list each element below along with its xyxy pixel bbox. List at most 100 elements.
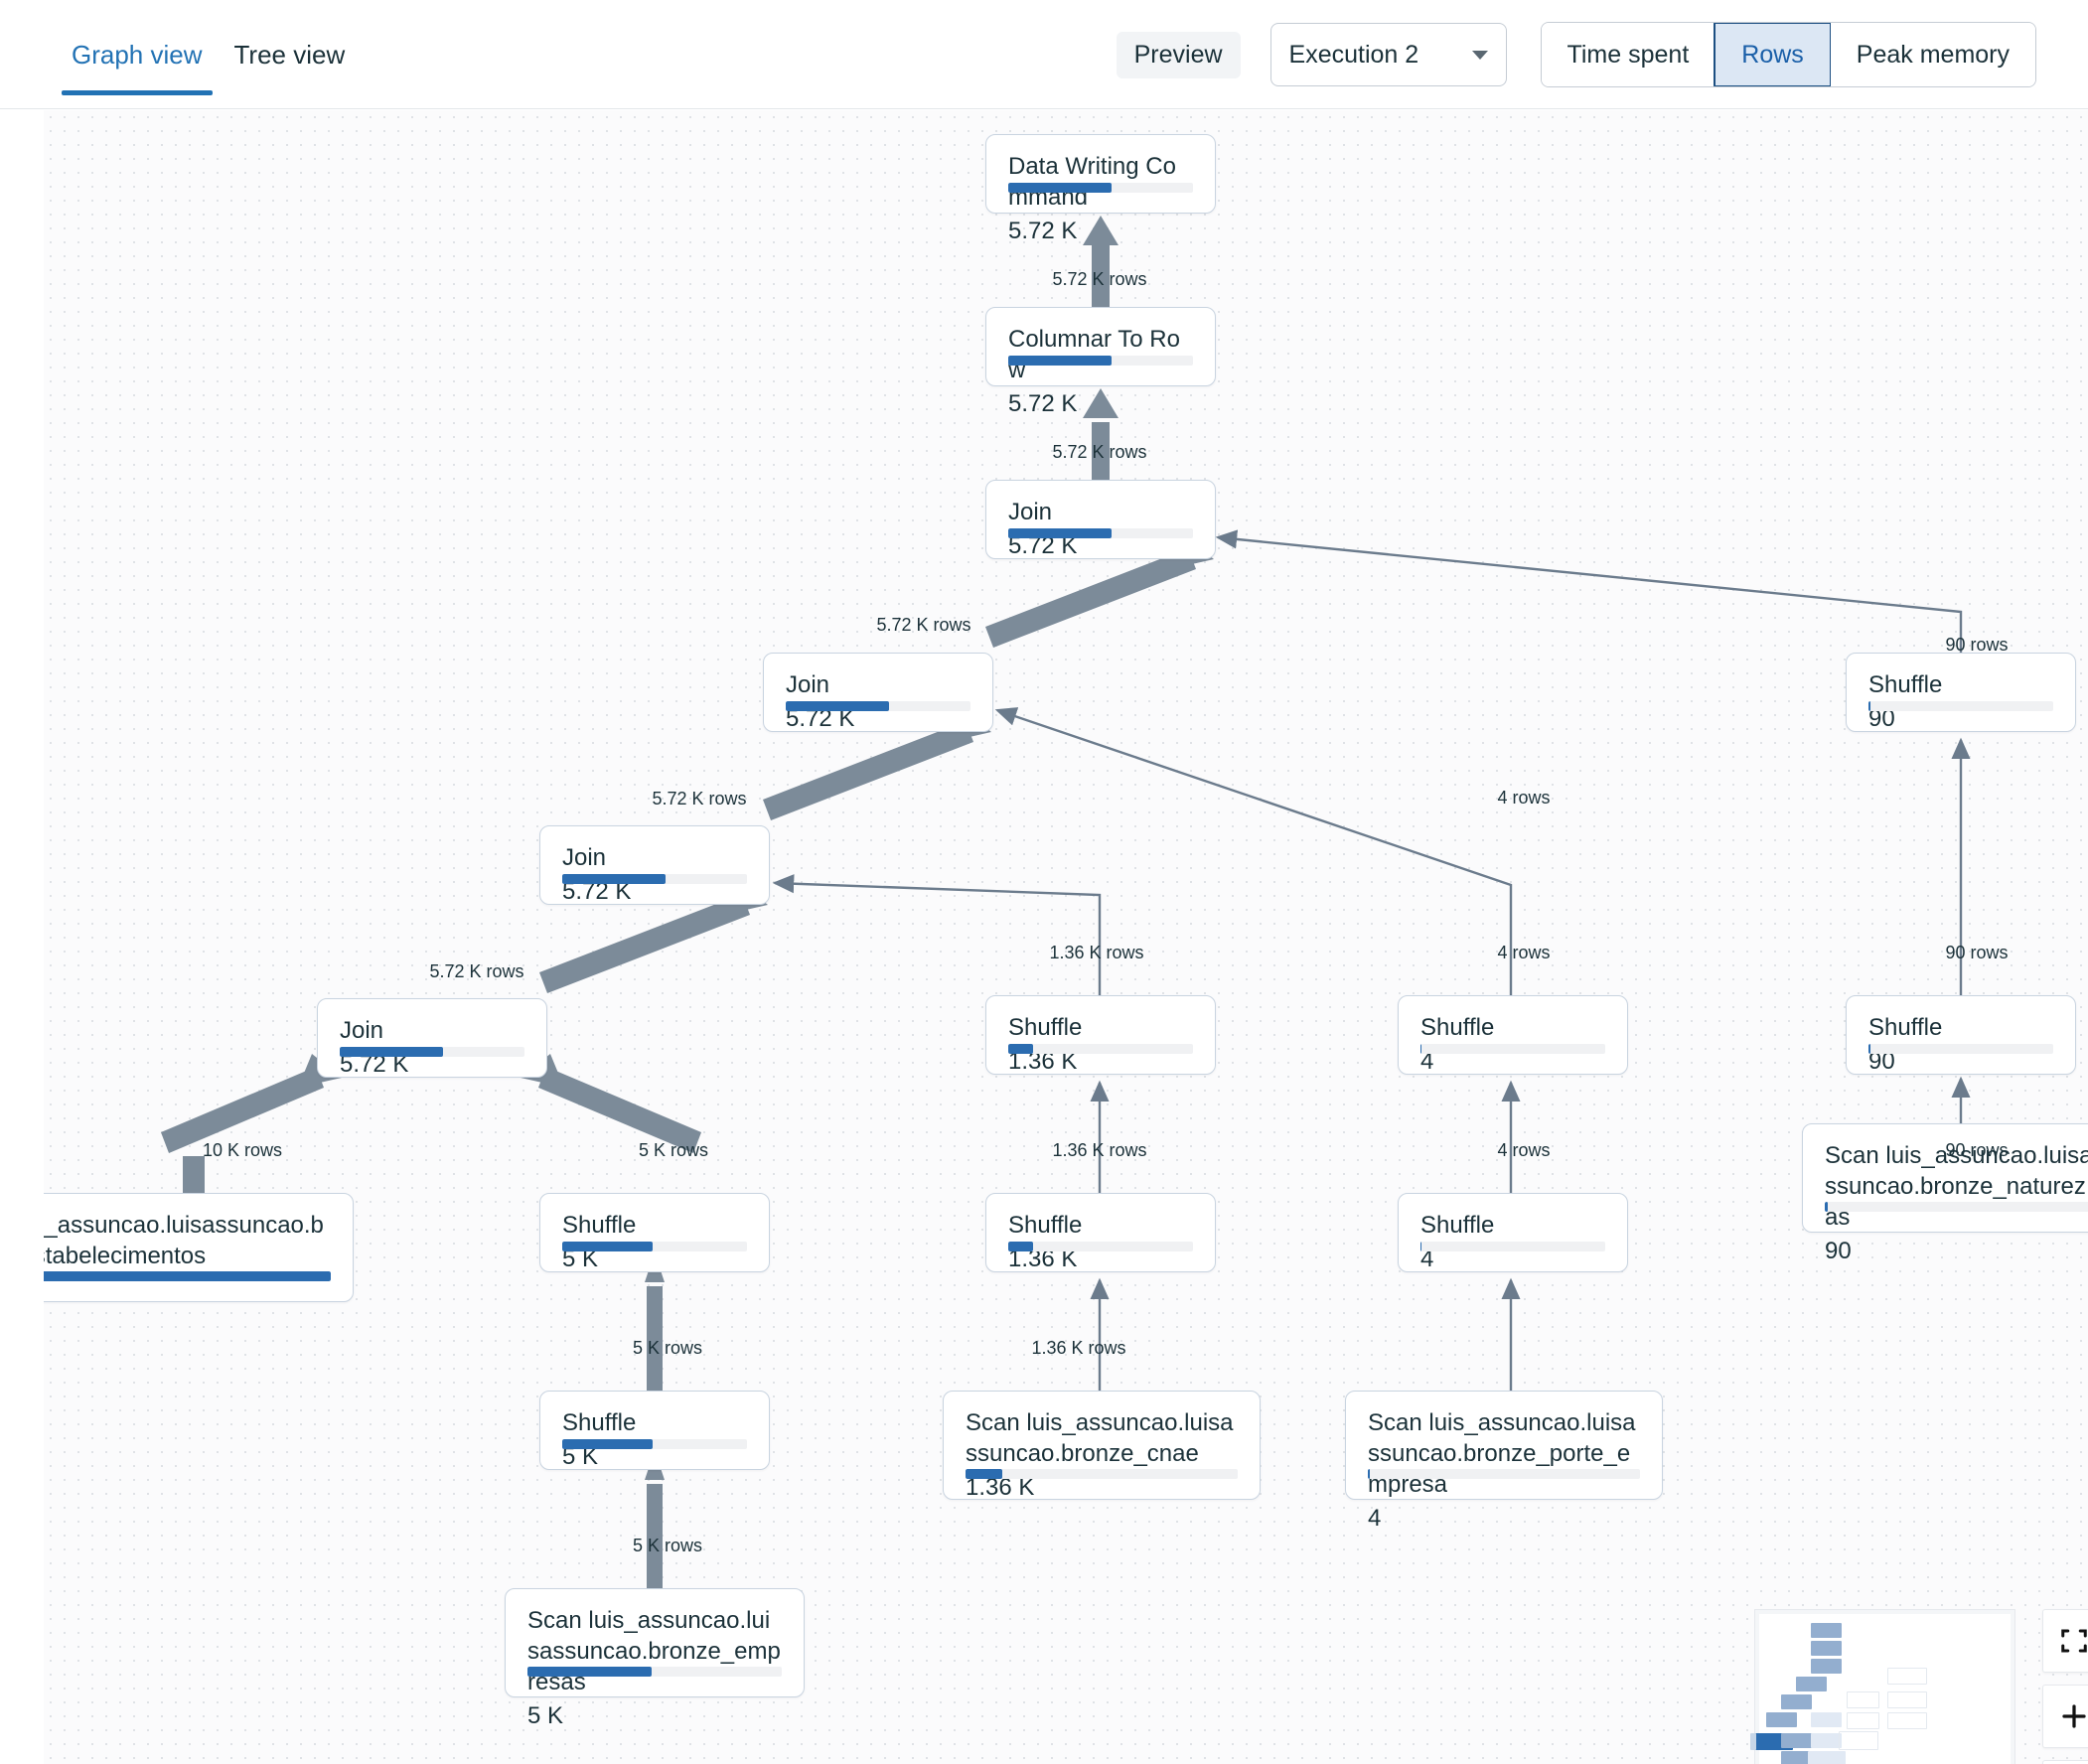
node-value: 4 [1368,1505,1382,1532]
minimap-node [1808,1751,1846,1764]
graph-node[interactable]: Scan luis_assuncao.luisassuncao.bronze_e… [44,1193,354,1302]
preview-button[interactable]: Preview [1116,31,1241,78]
view-tabs: Graph view Tree view [56,0,361,109]
metric-peak-memory-button[interactable]: Peak memory [1830,23,2035,86]
execution-select-value: Execution 2 [1288,40,1419,69]
execution-select[interactable]: Execution 2 [1269,23,1507,86]
edge-label: 5.72 K rows [429,961,524,981]
node-metric-bar [1008,183,1193,193]
node-metric-bar [562,1242,747,1251]
node-title: Shuffle [1008,1014,1083,1041]
node-metric-bar [340,1047,524,1057]
node-title: Shuffle [562,1212,637,1239]
plus-icon [2062,1704,2086,1728]
node-metric-bar [1008,528,1193,538]
node-metric-bar [1420,1044,1605,1054]
minimap-node [1847,1691,1879,1708]
node-metric-bar-fill [562,1242,654,1251]
tab-graph-view[interactable]: Graph view [56,0,219,109]
minimap-node [1811,1641,1842,1656]
edge-label: 90 rows [1945,1140,2009,1160]
minimap-node [1887,1668,1927,1685]
node-metric-bar [1868,701,2053,711]
edge-label: 4 rows [1497,788,1551,808]
edge-label: 5 K rows [632,1338,703,1358]
minimap-node [1781,1694,1812,1709]
node-value: 90 [1825,1238,1852,1264]
node-title: Shuffle [1008,1212,1083,1239]
minimap-node [1766,1712,1797,1727]
node-metric-bar-fill [1420,1242,1422,1251]
metric-rows-button[interactable]: Rows [1714,23,1832,86]
node-title: Shuffle [1420,1212,1495,1239]
node-title: Join [562,844,607,871]
node-metric-bar [1008,1242,1193,1251]
minimap-node [1811,1712,1842,1727]
metric-time-spent-button[interactable]: Time spent [1541,23,1715,86]
node-metric-bar-fill [1008,356,1113,366]
zoom-controls [2042,1609,2088,1764]
node-metric-bar [44,1271,331,1281]
graph-node[interactable]: Scan luis_assuncao.luisassuncao.bronze_c… [943,1391,1261,1501]
edge-label: 90 rows [1945,635,2009,655]
tab-tree-view[interactable]: Tree view [219,0,362,109]
node-title: Scan luis_assuncao.luisassuncao.bronze_c… [966,1409,1234,1467]
metric-peak-memory-label: Peak memory [1856,40,2010,69]
edge-layer [161,216,1971,1589]
toolbar: Graph view Tree view Preview Execution 2… [0,0,2088,109]
graph-node[interactable]: Scan luis_assuncao.luisassuncao.bronze_p… [1345,1391,1663,1532]
node-title: Scan luis_assuncao.luisassuncao.bronze_e… [44,1212,324,1269]
node-metric-bar [1008,356,1193,366]
zoom-out-button[interactable] [2042,1760,2088,1764]
fit-to-screen-button[interactable] [2042,1609,2088,1673]
minimap-node [1811,1623,1842,1638]
edge-label: 4 rows [1497,943,1551,962]
node-metric-bar-fill [1008,183,1113,193]
node-value: 5.72 K [1008,390,1078,417]
node-title: Join [1008,499,1053,525]
node-title: Shuffle [1868,1014,1943,1041]
node-metric-bar-fill [562,874,667,884]
toolbar-right-controls: Preview Execution 2 Time spent Rows Peak… [1116,0,2036,109]
graph-node[interactable]: Scan luis_assuncao.luisassuncao.bronze_e… [505,1588,805,1729]
minimap-viewport[interactable] [1750,1614,2011,1764]
node-metric-bar-fill [1420,1044,1422,1054]
minimap-viewport-indicator [1750,1733,1756,1750]
node-title: Shuffle [1868,671,1943,698]
node-title: Scan luis_assuncao.luisassuncao.bronze_p… [1368,1409,1636,1498]
zoom-in-button[interactable] [2042,1685,2088,1748]
node-title: Shuffle [1420,1014,1495,1041]
edge-label: 1.36 K rows [1052,1140,1147,1160]
minimap-node [1796,1677,1827,1691]
node-metric-bar-fill [340,1047,444,1057]
node-metric-bar [1368,1469,1640,1479]
edge-label: 5.72 K rows [1052,442,1147,462]
node-metric-bar-fill [562,1439,654,1449]
node-metric-bar-fill [1825,1202,1829,1212]
edge-label: 5.72 K rows [876,615,971,635]
minimap-node [1887,1712,1927,1729]
graph-node[interactable]: Scan luis_assuncao.luisassuncao.bronze_n… [1802,1123,2088,1264]
chevron-down-icon [1471,50,1488,60]
minimap-node [1839,1731,1878,1750]
minimap[interactable] [1750,1609,2015,1764]
edge-label: 1.36 K rows [1031,1338,1126,1358]
edge-label: 5.72 K rows [1052,269,1147,289]
minimap-node [1781,1751,1812,1764]
minimap-node [1887,1691,1927,1708]
